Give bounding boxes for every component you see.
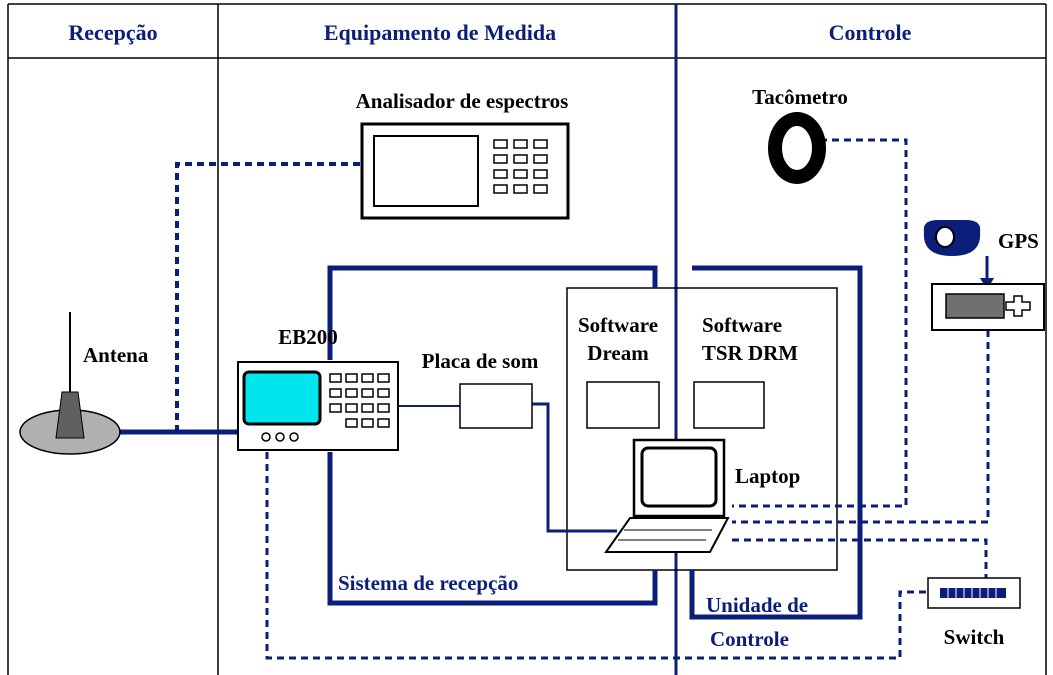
switch-dashed-link xyxy=(732,538,988,578)
control-unit-label-line1: Unidade de xyxy=(706,593,808,617)
analyzer-dashed-link xyxy=(175,162,362,432)
eb200-label: EB200 xyxy=(278,325,338,349)
gps-antenna-icon xyxy=(923,220,981,256)
soundcard-laptop-line xyxy=(532,402,617,533)
software-dream-box xyxy=(586,381,660,429)
header-grid xyxy=(7,3,1047,675)
eb200-receiver-icon xyxy=(237,361,399,451)
software-tsr-box xyxy=(693,381,765,429)
software-dream-label-line1: Software xyxy=(578,313,658,337)
sound-card-box xyxy=(459,383,533,429)
antenna-label: Antena xyxy=(83,343,149,367)
software-dream-label-line2: Dream xyxy=(587,341,649,365)
tachometer-label: Tacômetro xyxy=(752,85,848,109)
switch-label: Switch xyxy=(944,625,1005,649)
eb200-switch-dashed-link xyxy=(265,452,930,660)
control-unit-line xyxy=(689,265,863,620)
section-header-control: Controle xyxy=(829,20,912,45)
gps-dashed-link xyxy=(732,330,990,524)
section-header-reception: Recepção xyxy=(68,20,157,45)
laptop-label: Laptop xyxy=(735,464,800,488)
spectrum-analyzer-icon xyxy=(360,122,570,220)
laptop-icon xyxy=(604,438,730,553)
computer-area-box xyxy=(566,287,838,571)
gps-label: GPS xyxy=(998,229,1039,253)
gps-receiver-icon xyxy=(931,283,1045,331)
spectrum-analyzer-label: Analisador de espectros xyxy=(356,89,569,113)
software-tsr-label-line1: Software xyxy=(702,313,782,337)
antenna-icon xyxy=(19,312,121,455)
sound-card-label: Placa de som xyxy=(422,349,539,373)
top-link-line xyxy=(327,265,658,360)
tachometer-icon xyxy=(768,112,826,184)
software-tsr-label-line2: TSR DRM xyxy=(702,341,798,365)
reception-system-line xyxy=(327,452,658,606)
connections xyxy=(118,138,994,660)
reception-system-label: Sistema de recepção xyxy=(338,571,518,595)
switch-icon xyxy=(927,577,1021,609)
control-unit-label-line2: Controle xyxy=(710,627,789,651)
section-header-measurement: Equipamento de Medida xyxy=(324,20,556,45)
tachometer-dashed-link xyxy=(732,138,908,508)
